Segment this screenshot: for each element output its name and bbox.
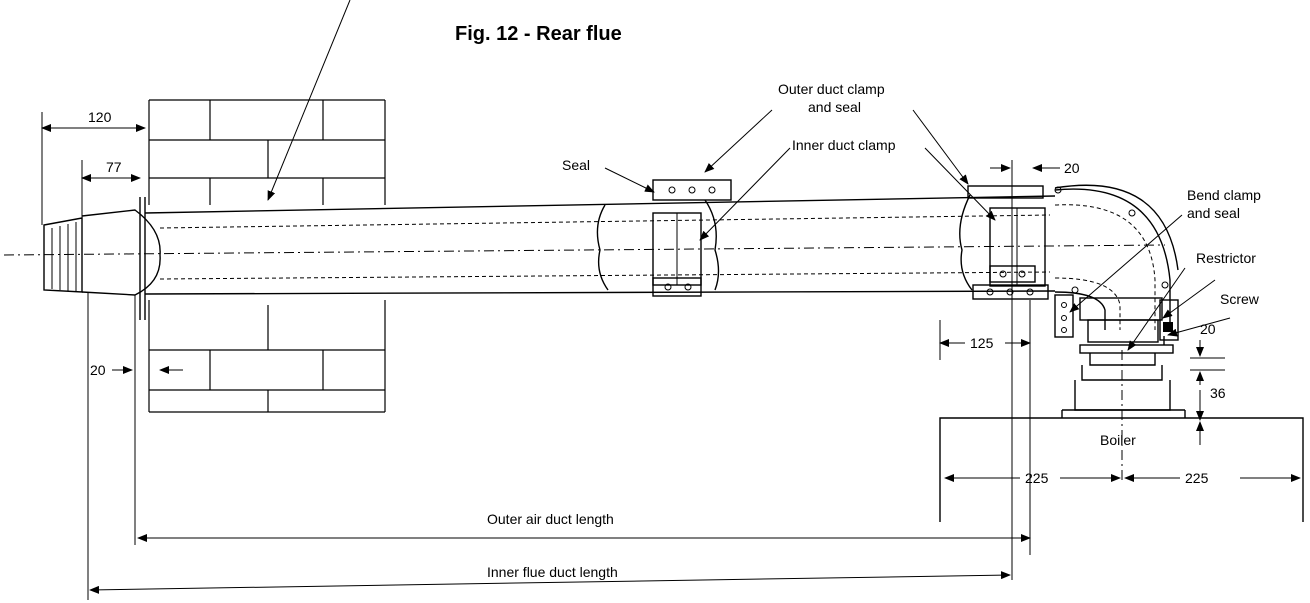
wall-lower bbox=[148, 300, 386, 413]
dim-225-left: 225 bbox=[1025, 470, 1049, 486]
wall-upper bbox=[148, 99, 386, 205]
label-boiler: Boiler bbox=[1100, 432, 1136, 448]
label-screw: Screw bbox=[1220, 291, 1260, 307]
label-seal: Seal bbox=[562, 157, 590, 173]
flue-bend bbox=[1054, 184, 1179, 354]
label-outer-air-duct-length: Outer air duct length bbox=[487, 511, 614, 527]
label-inner-duct-clamp: Inner duct clamp bbox=[792, 137, 896, 153]
dim-77: 77 bbox=[106, 159, 122, 175]
label-restrictor: Restrictor bbox=[1196, 250, 1256, 266]
dim-225-right: 225 bbox=[1185, 470, 1209, 486]
label-outer-duct-clamp: Outer duct clamp bbox=[778, 81, 885, 97]
label-bend-clamp: Bend clamp bbox=[1187, 187, 1261, 203]
label-outer-duct-clamp-seal: and seal bbox=[808, 99, 861, 115]
dim-20-left: 20 bbox=[90, 362, 106, 378]
dim-120: 120 bbox=[88, 109, 112, 125]
dimension-lines bbox=[41, 112, 1304, 600]
flue-duct bbox=[3, 179, 1166, 320]
leader-lines bbox=[267, 0, 1231, 351]
label-bend-clamp-seal: and seal bbox=[1187, 205, 1240, 221]
dim-36: 36 bbox=[1210, 385, 1226, 401]
dim-125: 125 bbox=[970, 335, 994, 351]
figure-title: Fig. 12 - Rear flue bbox=[455, 23, 622, 45]
dim-20-right: 20 bbox=[1200, 321, 1216, 337]
label-inner-flue-duct-length: Inner flue duct length bbox=[487, 564, 618, 580]
dim-20-top: 20 bbox=[1064, 160, 1080, 176]
